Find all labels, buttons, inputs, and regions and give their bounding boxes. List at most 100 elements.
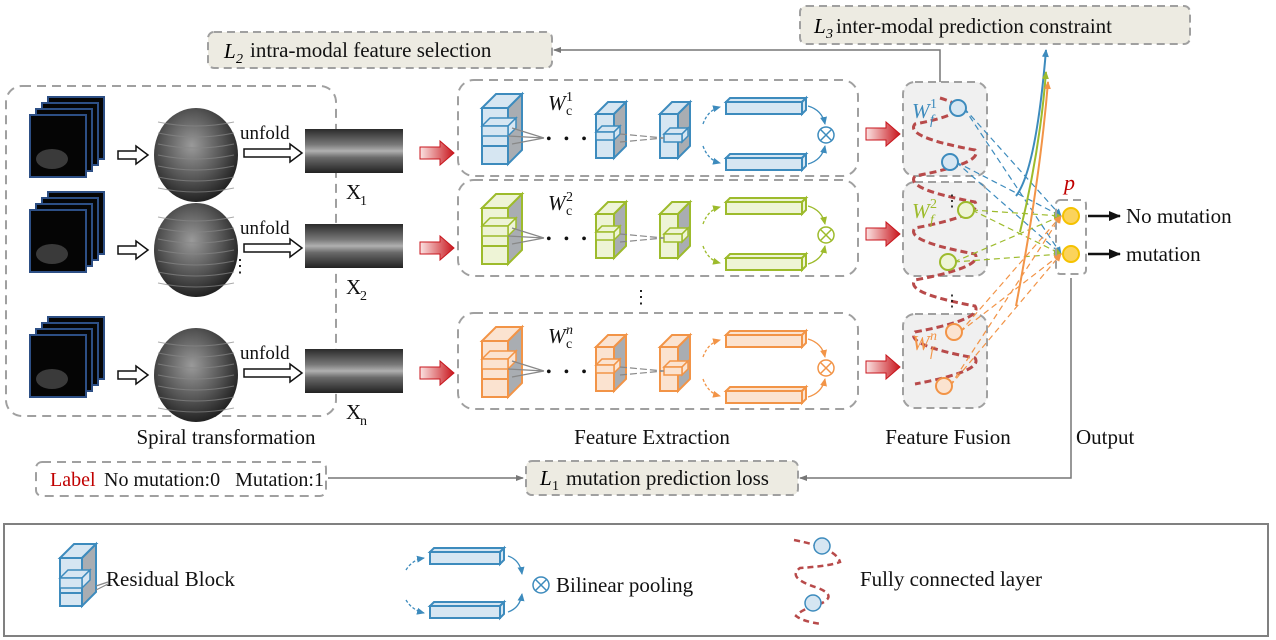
sphere-stripe [157, 260, 235, 266]
fusion-caption: Feature Fusion [885, 425, 1011, 449]
legend-bilinear-label: Bilinear pooling [556, 573, 694, 597]
mri-body [36, 149, 68, 169]
unfolded-image [305, 129, 403, 173]
l3-loss-box: L 3 inter-modal prediction constraint [799, 5, 1191, 45]
mri-stack-icon [29, 96, 105, 178]
feature-vector-icon [723, 151, 809, 173]
sphere-stripe [157, 121, 235, 127]
receptive-lines [619, 233, 665, 243]
label-keyword: Label [50, 469, 96, 491]
wf-superscript: 2 [930, 197, 937, 212]
branch-arrow-up [702, 338, 721, 358]
hollow-arrow-icon [117, 144, 150, 166]
red-arrow-icon [865, 220, 901, 248]
sphere-stripe [157, 385, 235, 391]
sphere-stripe [157, 363, 235, 369]
red-arrow-icon [419, 139, 455, 167]
neuron-node [941, 153, 959, 171]
sphere-stripe [157, 227, 235, 233]
x-label: X [346, 400, 361, 424]
fusion-connection [959, 215, 1062, 333]
sphere [154, 203, 238, 297]
inner-block-front [481, 225, 509, 237]
fusion-ellipsis: ⋮ [944, 293, 960, 310]
x-subscript: 2 [360, 289, 367, 304]
wf-label: W [912, 99, 932, 123]
merge-arrow-up [807, 105, 827, 125]
sphere-stripe [157, 374, 235, 380]
l1-symbol: L [539, 466, 552, 490]
unfold-arrow-icon [243, 362, 304, 384]
receptive-lines [507, 360, 545, 378]
ellipsis-dots: • • • [546, 131, 591, 148]
legend-fc-label: Fully connected layer [860, 567, 1042, 591]
sphere [154, 328, 238, 422]
inner-block-front [663, 366, 683, 376]
fusion-panel [902, 313, 988, 409]
unfolded-image [305, 224, 403, 268]
bar-front [429, 551, 501, 565]
label-values: No mutation:0 Mutation:1 [104, 469, 324, 491]
label-box: Label No mutation:0 Mutation:1 [35, 461, 327, 497]
wc-subscript: c [566, 337, 572, 352]
sphere-stripe [157, 154, 235, 160]
fusion-connection [971, 209, 1062, 255]
receptive-lines [507, 127, 545, 145]
output-node [1062, 207, 1080, 225]
sphere-stripe [157, 132, 235, 138]
sphere-stripe [157, 249, 235, 255]
mri-body [36, 244, 68, 264]
fusion-connection [955, 161, 1062, 255]
extraction-caption: Feature Extraction [574, 425, 730, 449]
wc-superscript: n [566, 323, 573, 338]
l3-curve-orange [1015, 81, 1051, 307]
red-arrow-icon [865, 120, 901, 148]
fusion-ellipsis: ⋮ [944, 193, 960, 210]
neuron-node [939, 253, 957, 271]
output-panel [1055, 199, 1087, 275]
wc-label: W [548, 91, 568, 115]
bar-front [429, 605, 501, 619]
bar-front [725, 101, 803, 115]
legend-branch-down [405, 599, 425, 615]
inner-block-front [595, 231, 615, 241]
wf-subscript: f [930, 345, 936, 360]
output-class-label: No mutation [1126, 204, 1232, 228]
spiral-sphere-icon [154, 328, 238, 422]
legend-neuron-node [804, 594, 822, 612]
sphere-stripe [157, 396, 235, 402]
ellipsis-dots: • • • [546, 231, 591, 248]
receptive-lines [619, 133, 665, 143]
branch-arrow-down [702, 145, 721, 165]
inner-block-front [595, 131, 615, 141]
neuron-node [949, 99, 967, 117]
p-label: p [1062, 170, 1075, 195]
merge-arrow-down [807, 378, 827, 398]
feature-vector-icon [723, 251, 809, 273]
fusion-connection [963, 107, 1062, 217]
wc-superscript: 1 [566, 90, 573, 105]
feature-vector-icon [427, 599, 507, 621]
bar-front [725, 157, 803, 171]
sphere-stripe [157, 282, 235, 288]
bar-front [725, 390, 803, 404]
output-class-label: mutation [1126, 242, 1201, 266]
legend-group: Residual Block Bilinear pooling Fully conn… [57, 537, 1042, 626]
spiral-sphere-icon [154, 108, 238, 202]
legend-fc-wave [793, 538, 842, 626]
bar-front [725, 257, 803, 271]
branch-arrow-up [702, 105, 721, 125]
l3-curve-green [1019, 71, 1049, 233]
legend-residual-label: Residual Block [106, 567, 235, 591]
red-arrow-icon [419, 359, 455, 387]
l2-symbol: L [223, 39, 236, 63]
bilinear-cross [819, 361, 833, 375]
feature-vector-icon [723, 195, 809, 217]
ellipsis-dots: • • • [546, 364, 591, 381]
